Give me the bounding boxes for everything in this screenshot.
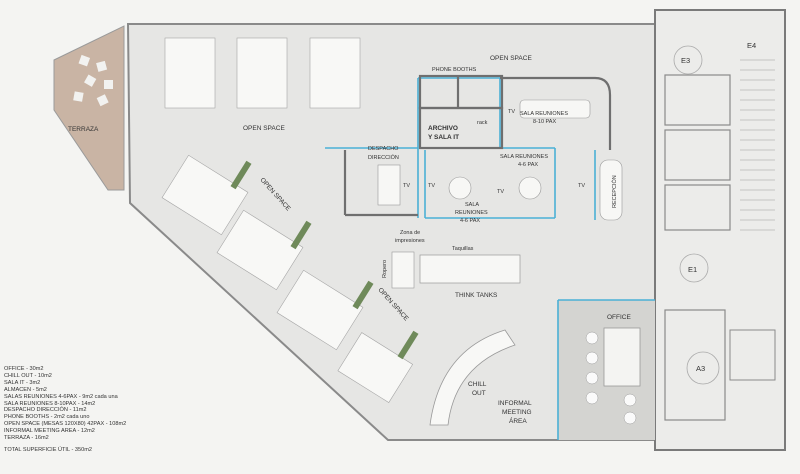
area-legend: OFFICE - 30m2 CHILL OUT - 10m2 SALA IT -… (4, 366, 144, 454)
e3-circle (673, 45, 703, 75)
chill-out-bench (429, 329, 516, 426)
label-archivo-l2: Y SALA IT (428, 134, 459, 141)
label-tv-4: TV (508, 109, 515, 115)
meeting-table-46b (448, 176, 472, 200)
label-office: OFFICE (607, 314, 631, 321)
reception-desk (599, 159, 623, 221)
legend-item: PHONE BOOTHS - 2m2 cada uno (4, 414, 90, 421)
label-tv-5: TV (578, 183, 585, 189)
label-rack: rack (477, 120, 488, 126)
label-sala-46a-l2: 4-6 PAX (518, 162, 538, 168)
label-e4: E4 (747, 41, 756, 50)
legend-item: SALAS REUNIONES 4-6PAX - 9m2 cada una (4, 393, 118, 400)
a3-room (664, 309, 726, 421)
desk-clusters-top (164, 37, 361, 109)
label-despacho-l2: DIRECCIÓN (368, 154, 399, 161)
label-tv-3: TV (497, 189, 504, 195)
despacho-desk (377, 164, 401, 206)
label-recepcion: RECEPCIÓN (611, 175, 618, 208)
label-a3: A3 (696, 364, 705, 373)
label-zona-impresiones-l2: impresiones (395, 238, 425, 244)
label-chill-l2: OUT (472, 390, 486, 397)
elevator-2 (664, 129, 731, 181)
stairs (740, 59, 775, 231)
meeting-table-810 (519, 99, 591, 119)
label-phone-booths: PHONE BOOTHS (432, 67, 477, 73)
label-terraza: TERRAZA (68, 126, 99, 133)
label-think-tanks: THINK TANKS (455, 292, 498, 299)
label-sala-810-l1: SALA REUNIONES (520, 111, 568, 117)
floor-area (126, 23, 656, 441)
label-sala-46b-l3: 4-6 PAX (460, 218, 480, 224)
label-e1: E1 (688, 265, 697, 274)
legend-item: DESPACHO DIRECCIÓN - 11m2 (4, 407, 87, 414)
legend-item: CHILL OUT - 10m2 (4, 372, 52, 379)
wc (729, 329, 776, 381)
label-sala-46b-l1: SALA (465, 202, 479, 208)
elevator-1 (664, 74, 731, 126)
office-stools (585, 331, 637, 425)
legend-item: INFORMAL MEETING AREA - 12m2 (4, 428, 95, 435)
label-informal-l3: ÁREA (509, 416, 527, 425)
meeting-table-46a (518, 176, 542, 200)
terrace-furniture (73, 54, 113, 107)
label-open-space-top-left: OPEN SPACE (243, 125, 285, 132)
e1-circle (679, 253, 709, 283)
elevator-3 (664, 184, 731, 231)
legend-total: TOTAL SUPERFICIE ÚTIL - 350m2 (4, 446, 92, 453)
a3-circle (686, 351, 720, 385)
label-e3: E3 (681, 56, 690, 65)
label-sala-46a-l1: SALA REUNIONES (500, 154, 548, 160)
planters (230, 160, 419, 360)
office-counter (603, 327, 641, 387)
label-archivo-l1: ARCHIVO (428, 125, 458, 132)
label-chill-l1: CHILL (468, 381, 487, 388)
legend-item: SALA REUNIONES 8-10PAX - 14m2 (4, 400, 96, 407)
desk-clusters-diagonal (161, 154, 414, 403)
legend-item: SALA IT - 3m2 (4, 379, 41, 386)
legend-item: OFFICE - 30m2 (4, 366, 44, 372)
label-tv-1: TV (403, 183, 410, 189)
glass-partitions (325, 77, 655, 440)
legend-item: ALMACEN - 5m2 (4, 386, 47, 393)
label-sala-46b-l2: REUNIONES (455, 210, 488, 216)
label-despacho-l1: DESPACHO (368, 146, 399, 152)
terrace-area (53, 25, 125, 191)
label-ropero: Ropero (382, 260, 388, 278)
legend-item: OPEN SPACE (MESAS 120X80) 42PAX - 108m2 (4, 421, 127, 428)
walls (343, 74, 612, 217)
legend-item: TERRAZA - 16m2 (4, 435, 49, 442)
label-informal-l2: MEETING (502, 409, 532, 416)
label-sala-810-l2: 8-10 PAX (533, 119, 556, 125)
think-tanks-block (419, 254, 521, 284)
label-zona-impresiones-l1: Zona de (400, 230, 420, 236)
label-open-space-top: OPEN SPACE (490, 55, 532, 62)
taquillas-block (391, 251, 415, 289)
label-informal-l1: INFORMAL (498, 400, 532, 407)
label-tv-2: TV (428, 183, 435, 189)
label-taquillas: Taquillas (452, 246, 474, 252)
